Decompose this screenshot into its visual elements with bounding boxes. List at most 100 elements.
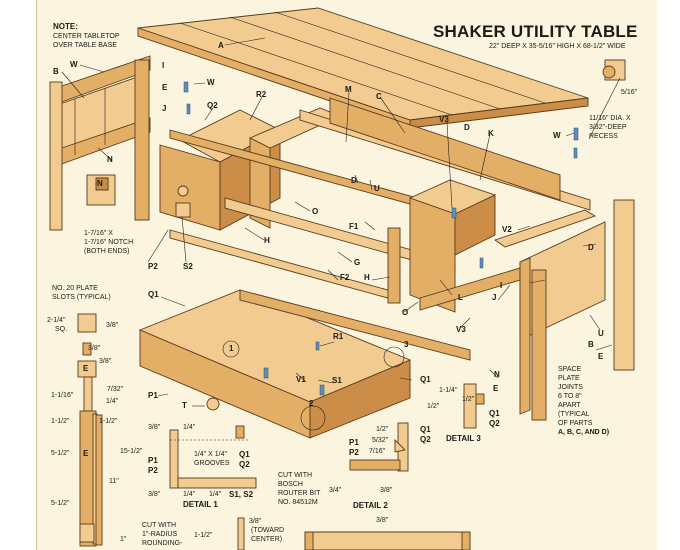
recess-note-3: RECESS: [589, 133, 618, 140]
toward-center-2: CENTER): [251, 536, 283, 543]
leader-lines: [61, 37, 621, 407]
bottom-partial-pieces: [79, 517, 471, 550]
part-h-right: H: [364, 273, 370, 282]
part-q2-top: Q2: [207, 101, 218, 110]
part-v1: V1: [296, 375, 306, 384]
part-j-left: J: [162, 104, 167, 113]
part-n-right: N: [494, 370, 500, 379]
part-q2-d3: Q2: [489, 419, 500, 428]
slot-note-2: SLOTS (TYPICAL): [52, 294, 111, 301]
grooves-note-2: GROOVES: [194, 460, 230, 467]
d2-dim-7-16: 7/16": [369, 448, 386, 455]
cut-round-note-1: CUT WITH: [142, 522, 177, 529]
space-note-3: JOINTS: [558, 384, 583, 391]
d2-dim-3-8: 3/8": [380, 487, 393, 494]
recess-note-1: 11/16" DIA. X: [589, 115, 631, 122]
space-note-7: OF PARTS: [558, 420, 593, 427]
d3-dim-1-2-b: 1/2": [462, 396, 475, 403]
fasteners: [183, 81, 579, 396]
part-h-mid: H: [264, 236, 270, 245]
d1-dim-1-4-b: 1/4": [183, 491, 196, 498]
part-c: C: [376, 92, 382, 101]
part-n-left: N: [107, 155, 113, 164]
part-q1-d2: Q1: [420, 425, 431, 434]
dim-7-32: 7/32": [107, 386, 124, 393]
part-t: T: [182, 401, 187, 410]
part-d-top: D: [464, 123, 470, 132]
part-p1: P1: [148, 391, 158, 400]
dim-3-8-c: 3/8": [99, 358, 112, 365]
part-p1-d2: P1: [349, 438, 359, 447]
part-q2-d2: Q2: [420, 435, 431, 444]
space-note-2: PLATE: [558, 375, 580, 382]
part-p2-d2: P2: [349, 448, 359, 457]
dim-1-1-2-b: 1-1/2": [99, 418, 118, 425]
cut-note-3: ROUTER BIT: [278, 490, 321, 497]
part-p2-d1: P2: [148, 466, 158, 475]
dim-11: 11": [109, 478, 119, 485]
note-line-1: CENTER TABLETOP: [53, 33, 120, 40]
page-title: SHAKER UTILITY TABLE: [433, 22, 638, 41]
part-p2: P2: [148, 262, 158, 271]
d1-dim-1-4-a: 1/4": [183, 424, 196, 431]
dim-15-1-2: 15-1/2": [120, 448, 143, 455]
bottom-dim-3-8: 3/8": [376, 517, 389, 524]
part-u-mid: U: [374, 184, 380, 193]
space-note-5: APART: [558, 402, 581, 409]
part-b: B: [53, 67, 59, 76]
part-f2: F2: [340, 273, 350, 282]
note-heading: NOTE:: [53, 22, 78, 31]
d3-dim-1-2-a: 1/2": [427, 403, 440, 410]
space-note-4: 6 TO 8": [558, 393, 582, 400]
d1-dim-3-8: 3/8": [148, 424, 161, 431]
part-e-column: E: [83, 364, 89, 373]
part-q1-d3: Q1: [489, 409, 500, 418]
part-d-right: D: [588, 243, 594, 252]
part-f1: F1: [349, 222, 359, 231]
part-o-mid: O: [312, 207, 319, 216]
plate-slot-column: [77, 313, 103, 547]
notch-note-2: 1-7/16" NOTCH: [84, 239, 134, 246]
part-w-right: W: [553, 131, 561, 140]
dim-5-1-2-a: 5-1/2": [51, 450, 70, 457]
dim-sq: SQ.: [55, 326, 68, 333]
dim-3-8-a: 3/8": [106, 322, 119, 329]
part-w-left: W: [70, 60, 78, 69]
part-e-left: E: [162, 83, 168, 92]
part-w-top: W: [207, 78, 215, 87]
recess-note-2: 3/32"-DEEP: [589, 124, 627, 131]
part-v3-top: V3: [439, 115, 449, 124]
dim-5-1-2-b: 5-1/2": [51, 500, 70, 507]
d2-dim-1-2: 1/2": [376, 426, 389, 433]
notch-note-1: 1-7/16" X: [84, 230, 113, 237]
part-b-right: B: [588, 340, 594, 349]
part-e-right: E: [598, 352, 604, 361]
detail-3-label: DETAIL 3: [446, 434, 481, 443]
part-j-right: J: [492, 293, 497, 302]
part-e-bottom: E: [493, 384, 499, 393]
dim-2-1-4: 2-1/4": [47, 317, 66, 324]
part-a: A: [218, 41, 224, 50]
part-s1: S1: [332, 376, 342, 385]
cut-note-4: NO. 84512M: [278, 499, 318, 506]
part-n-detail: N: [97, 179, 103, 188]
left-leg-assembly: [49, 55, 151, 231]
d1-dim-3-8-top: 3/8": [249, 518, 262, 525]
part-v2: V2: [502, 225, 512, 234]
d2-dim-5-32: 5/32": [372, 437, 389, 444]
space-note-1: SPACE: [558, 366, 582, 373]
part-e-column-lower: E: [83, 449, 89, 458]
recess-dim: 5/16": [621, 89, 638, 96]
part-o-right: O: [402, 308, 409, 317]
note-line-2: OVER TABLE BASE: [53, 42, 117, 49]
drawer-runners: [408, 179, 597, 313]
space-note-6: (TYPICAL: [558, 411, 590, 418]
part-q1-top: Q1: [148, 290, 159, 299]
detail-2-label: DETAIL 2: [353, 501, 388, 510]
part-q1-right: Q1: [420, 375, 431, 384]
d1-dim-3-8-bottom: 3/8": [148, 491, 161, 498]
detail-callout-2: 2: [309, 399, 314, 408]
detail-3-graphic: [463, 383, 485, 429]
dim-1-4: 1/4": [106, 398, 119, 405]
